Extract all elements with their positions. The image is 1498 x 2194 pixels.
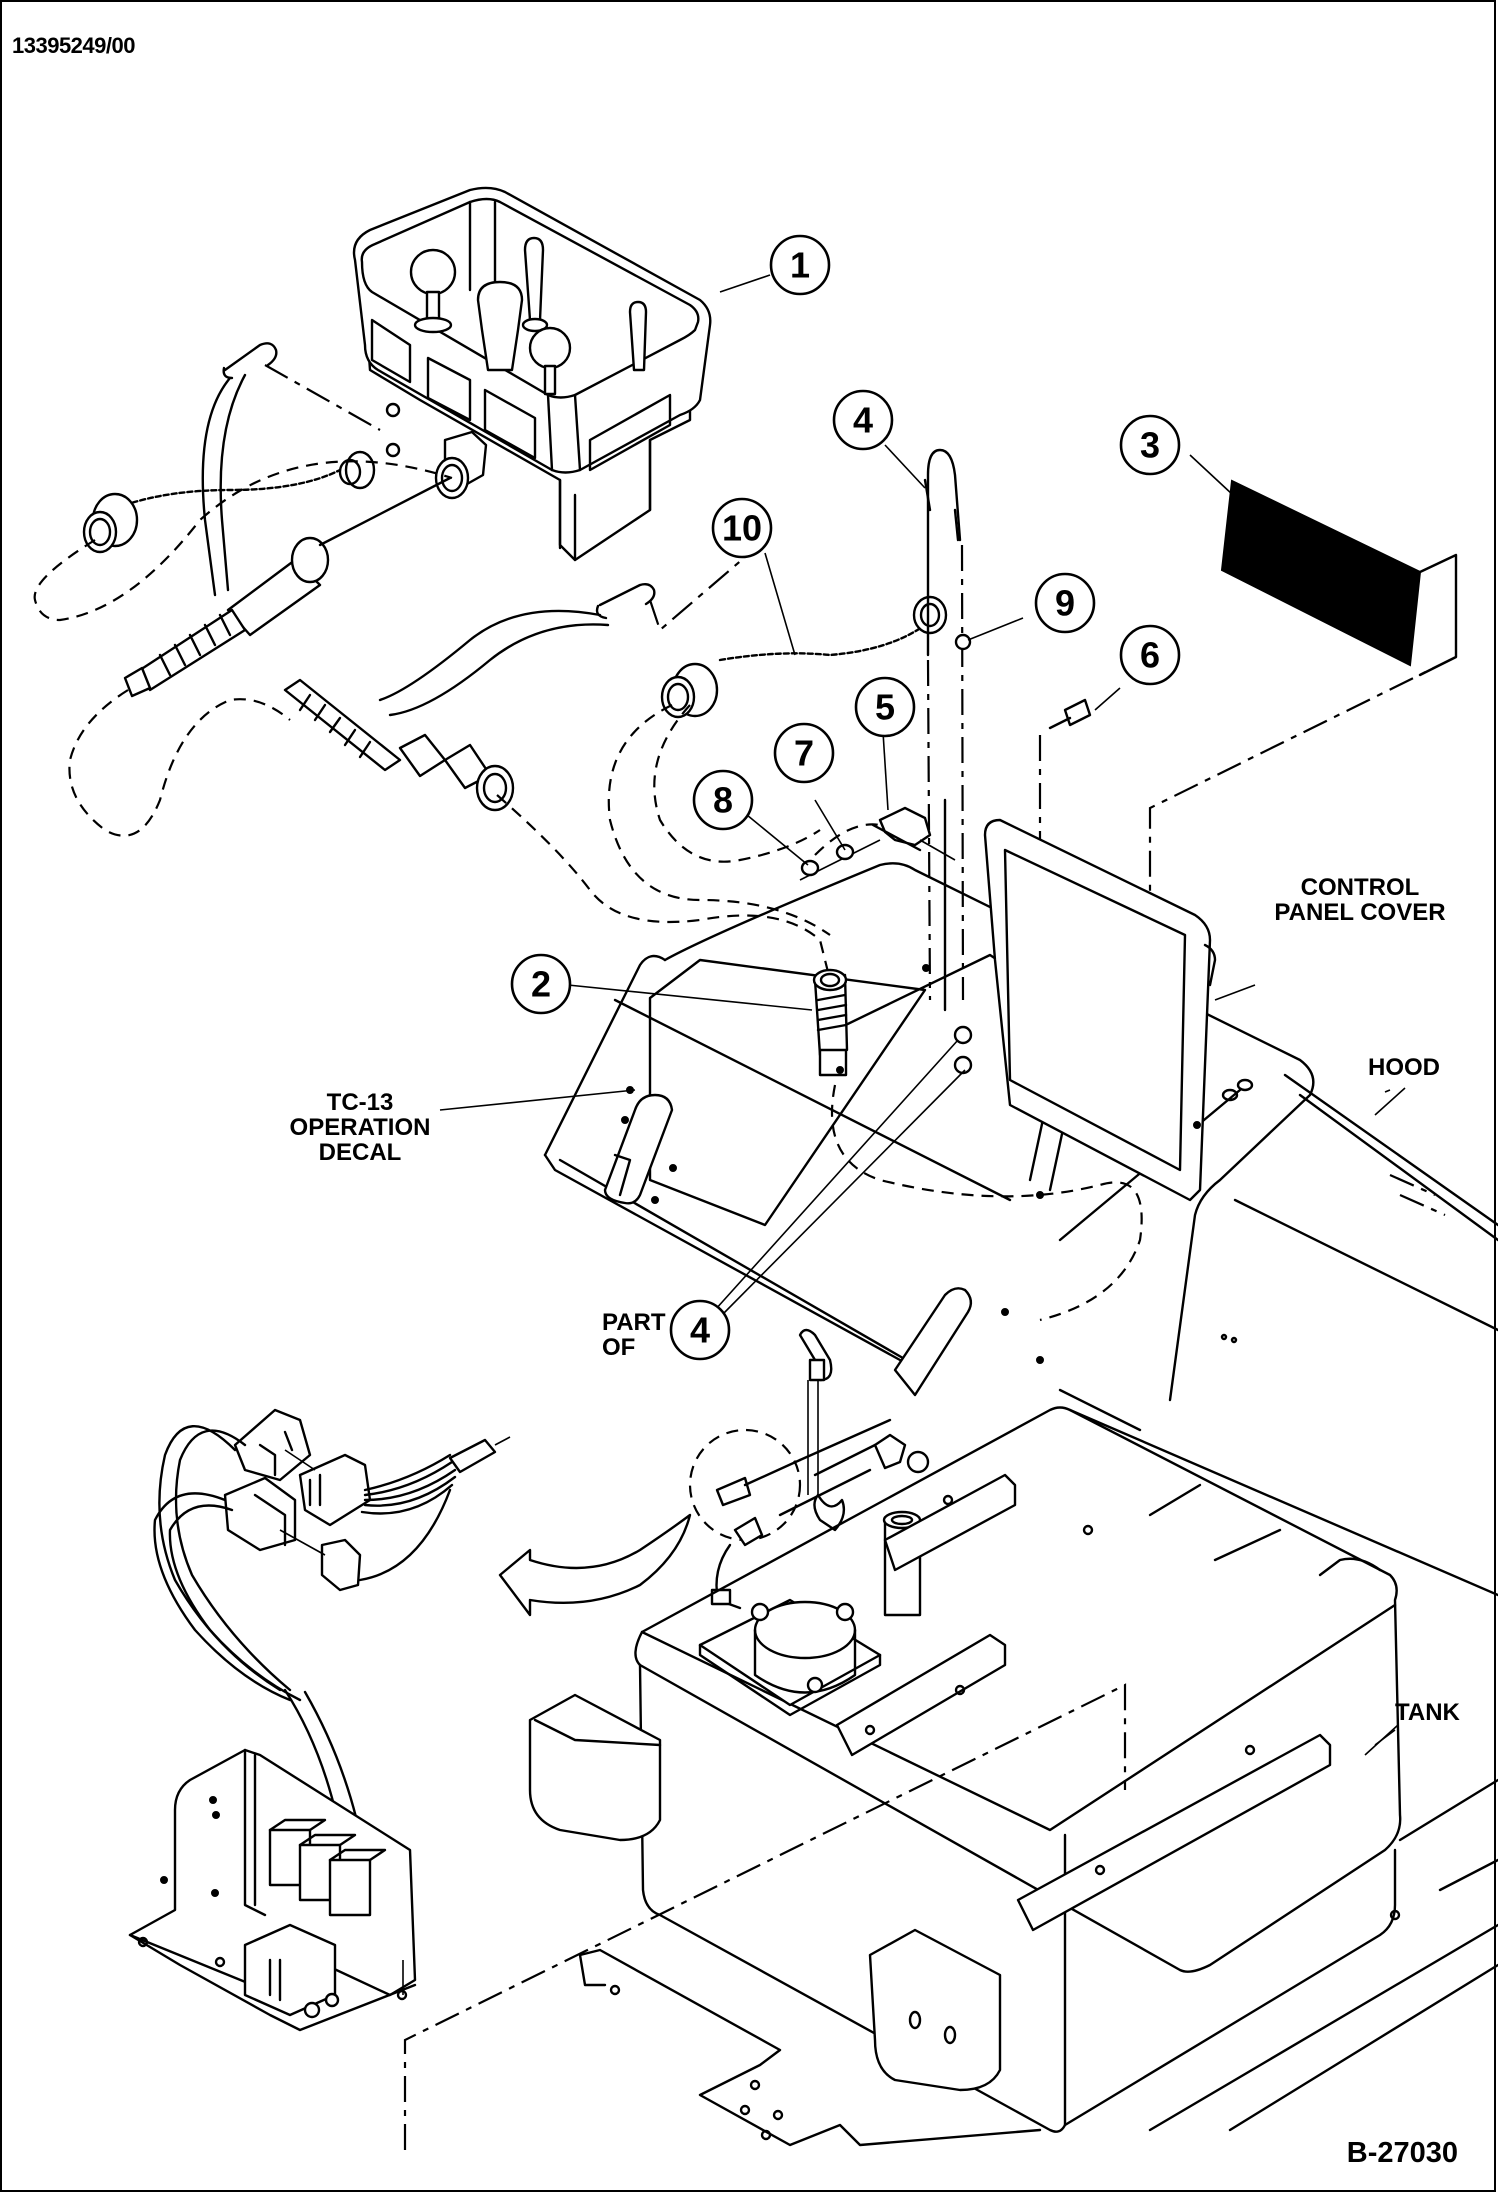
leader-lines (439, 274, 1406, 1756)
label-line: OPERATION (289, 1114, 431, 1142)
callout-number: 4 (853, 400, 873, 441)
arrow-icon (498, 1513, 692, 1617)
callout-4-top: 4 (832, 389, 894, 451)
document-number: 13395249/00 (12, 33, 135, 58)
label-line: TC-13 (326, 1089, 394, 1116)
callout-8: 8 (692, 769, 754, 831)
figure-number: B-27030 (1346, 2136, 1458, 2169)
connector-2 (812, 968, 849, 1077)
part-of-label: PART OF (602, 1309, 666, 1362)
wiring-harness (153, 1408, 511, 1862)
callout-6: 6 (1119, 624, 1181, 686)
callout-number: 5 (875, 687, 895, 728)
callout-number: 8 (713, 780, 733, 821)
sensor-fittings (688, 1328, 930, 1610)
label-line: PART (602, 1309, 666, 1336)
cable-assembly-left (33, 342, 453, 837)
callout-number: 7 (794, 733, 814, 774)
decal-3 (1148, 479, 1458, 935)
fuel-tank (403, 1388, 1498, 2150)
u-bolt (923, 448, 972, 1001)
label-line: OF (602, 1334, 636, 1362)
callout-number: 6 (1140, 635, 1160, 676)
callout-9: 9 (1034, 572, 1096, 634)
callout-5: 5 (854, 676, 916, 738)
control-panel (543, 818, 1498, 1402)
control-box (352, 186, 712, 562)
tank-label: TANK (1395, 1699, 1460, 1726)
callout-number: 2 (531, 964, 551, 1005)
callout-1: 1 (769, 234, 831, 296)
callout-3: 3 (1119, 414, 1181, 476)
hood-label: HOOD (1368, 1054, 1440, 1081)
callout-number: 4 (690, 1310, 710, 1351)
callout-number: 9 (1055, 583, 1075, 624)
callout-number: 1 (790, 245, 810, 286)
callout-number: 10 (722, 508, 762, 549)
callout-4-part-of: 4 (669, 1299, 731, 1361)
callout-2: 2 (510, 953, 572, 1015)
callout-10: 10 (711, 497, 773, 559)
label-line: DECAL (318, 1139, 402, 1167)
relay-bracket (128, 1748, 417, 2032)
control-panel-cover-label: CONTROL PANEL COVER (1265, 874, 1455, 927)
clamp-hardware (799, 798, 956, 1012)
callout-7: 7 (773, 722, 835, 784)
callout-number: 3 (1140, 425, 1160, 466)
cable-assembly-middle (283, 539, 832, 981)
label-line: CONTROL (1300, 874, 1420, 901)
tc13-operation-decal-label: TC-13 OPERATION DECAL (280, 1090, 440, 1166)
dust-cap-chain (607, 595, 948, 936)
label-line: PANEL COVER (1274, 899, 1446, 927)
